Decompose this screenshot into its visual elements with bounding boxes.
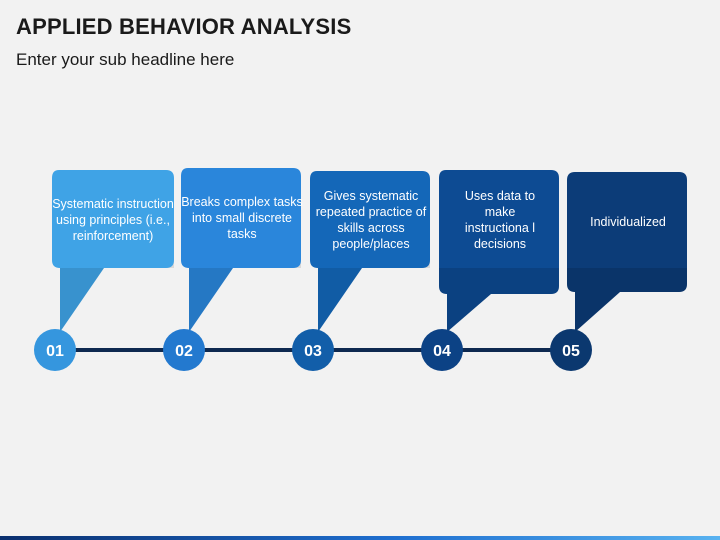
footer-accent-bar bbox=[0, 536, 720, 540]
step-card-3-shade bbox=[310, 260, 430, 332]
step-3-circle bbox=[292, 329, 334, 371]
step-5-text: Individualized bbox=[590, 215, 666, 229]
page-title: APPLIED BEHAVIOR ANALYSIS bbox=[16, 14, 352, 39]
step-card-4 bbox=[421, 170, 559, 371]
step-card-2-shape bbox=[181, 168, 301, 332]
step-card-2 bbox=[163, 168, 301, 371]
step-1-number: 01 bbox=[46, 343, 64, 360]
step-1-text: Systematic instruction using principles … bbox=[52, 197, 174, 243]
step-3-text: Gives systematic repeated practice of sk… bbox=[315, 189, 427, 251]
step-card-5-shade bbox=[567, 268, 687, 332]
step-card-5-shape bbox=[567, 172, 687, 332]
step-5-number: 05 bbox=[562, 343, 580, 360]
step-4-number: 04 bbox=[433, 343, 451, 360]
step-4-text: Uses data to make instructiona l decisio… bbox=[464, 189, 536, 251]
step-card-2-shade bbox=[181, 260, 301, 332]
step-1-circle bbox=[34, 329, 76, 371]
step-2-number: 02 bbox=[175, 343, 193, 360]
step-card-3 bbox=[292, 171, 430, 371]
step-card-1 bbox=[34, 170, 174, 371]
step-card-4-shade bbox=[439, 268, 559, 332]
step-card-5 bbox=[550, 172, 687, 371]
step-4-circle bbox=[421, 329, 463, 371]
page-subtitle: Enter your sub headline here bbox=[16, 50, 235, 69]
step-card-1-shade bbox=[52, 260, 174, 332]
step-2-text: Breaks complex tasks into small discrete… bbox=[181, 195, 303, 241]
step-2-circle bbox=[163, 329, 205, 371]
step-5-circle bbox=[550, 329, 592, 371]
step-card-1-shape bbox=[52, 170, 174, 332]
step-3-number: 03 bbox=[304, 343, 322, 360]
step-card-4-shape bbox=[439, 170, 559, 332]
step-card-3-shape bbox=[310, 171, 430, 332]
